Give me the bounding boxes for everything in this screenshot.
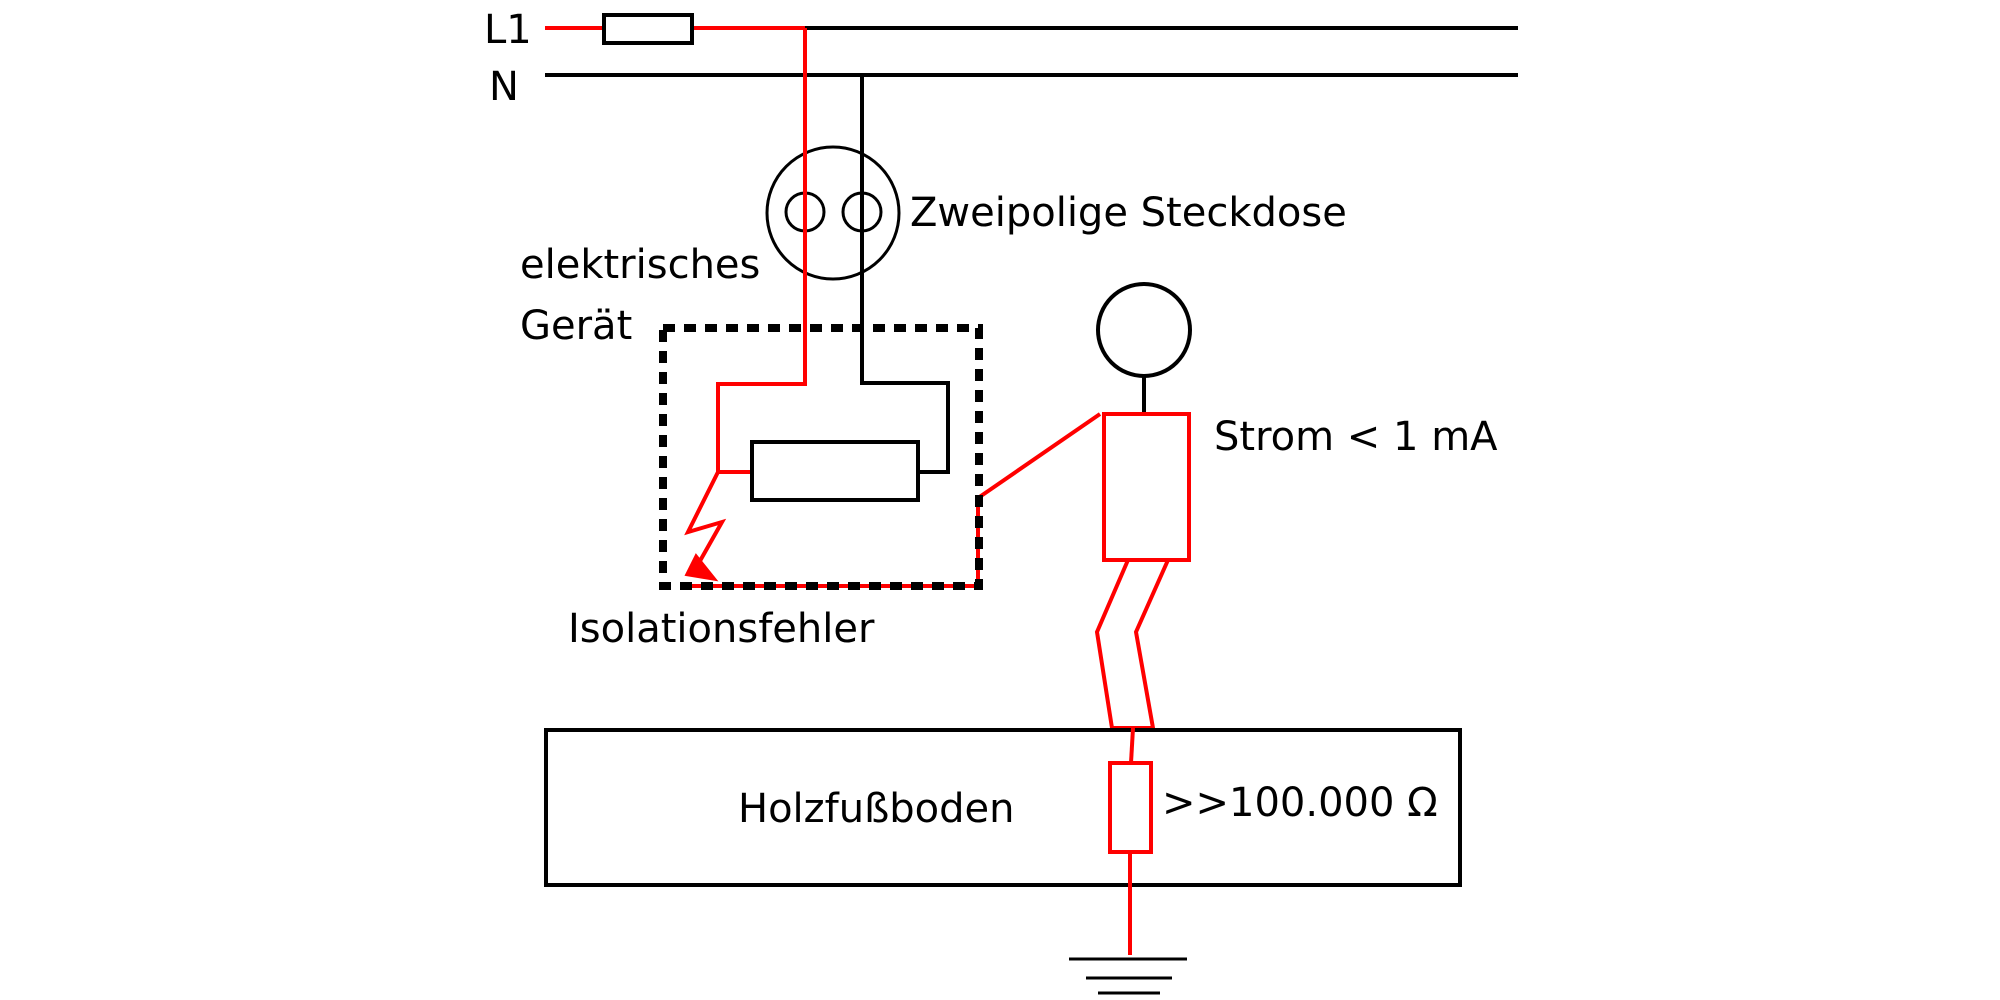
label-l1: L1 <box>484 7 532 53</box>
floor-box <box>544 728 1462 887</box>
person <box>1094 282 1192 730</box>
label-resistance: >>100.000 Ω <box>1162 780 1438 826</box>
device-housing <box>659 324 983 590</box>
fuse <box>602 13 694 45</box>
floor-resistor <box>1108 761 1153 854</box>
label-socket: Zweipolige Steckdose <box>910 190 1347 236</box>
floor-resistance-path <box>1108 727 1153 955</box>
device-load-resistor <box>750 440 920 502</box>
neutral-conductor <box>860 75 950 474</box>
ground-icon <box>1069 957 1187 995</box>
person-legs <box>1094 558 1172 730</box>
person-body <box>1102 412 1191 562</box>
label-floor: Holzfußboden <box>738 786 1015 832</box>
live-conductor <box>716 28 807 474</box>
person-head <box>1096 282 1192 378</box>
label-n: N <box>489 64 519 110</box>
fault-arrow-icon <box>684 553 719 582</box>
label-fault: Isolationsfehler <box>568 606 875 652</box>
label-current: Strom < 1 mA <box>1214 414 1498 460</box>
socket <box>765 145 901 281</box>
label-device-line2: Gerät <box>520 303 632 349</box>
label-device-line1: elektrisches <box>520 242 760 288</box>
